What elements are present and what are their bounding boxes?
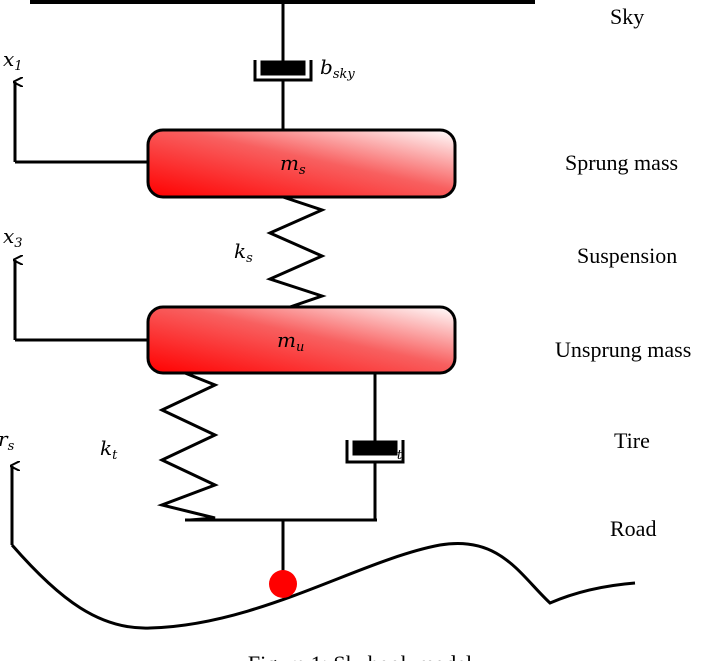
symbol-bt: bt — [384, 436, 403, 463]
symbol-mu: mu — [277, 328, 304, 355]
sky-damper — [253, 0, 313, 130]
symbol-ms: ms — [280, 151, 306, 178]
label-unsprung-mass: Unsprung mass — [555, 337, 691, 362]
symbol-x3: x3 — [3, 224, 23, 251]
symbol-bsky: bsky — [320, 55, 355, 82]
sprung-mass — [146, 128, 457, 199]
symbol-kt: kt — [100, 436, 118, 463]
x3-arrow — [15, 260, 148, 342]
suspension-spring — [265, 195, 327, 309]
unsprung-mass — [146, 305, 457, 375]
label-sky: Sky — [610, 4, 644, 29]
label-suspension: Suspension — [577, 243, 677, 268]
figure-caption: Figure 1: Skyhook model — [248, 651, 472, 661]
symbol-ks: ks — [234, 239, 253, 266]
label-road: Road — [610, 516, 656, 541]
road-profile — [10, 542, 636, 630]
tire-spring — [156, 371, 219, 522]
symbol-rs: rs — [0, 427, 15, 454]
road-contact-point — [269, 570, 297, 598]
symbol-x1: x1 — [3, 47, 23, 74]
x1-arrow — [15, 82, 148, 164]
label-sprung-mass: Sprung mass — [565, 150, 678, 175]
label-tire: Tire — [614, 428, 650, 453]
tire-damper — [345, 373, 405, 520]
